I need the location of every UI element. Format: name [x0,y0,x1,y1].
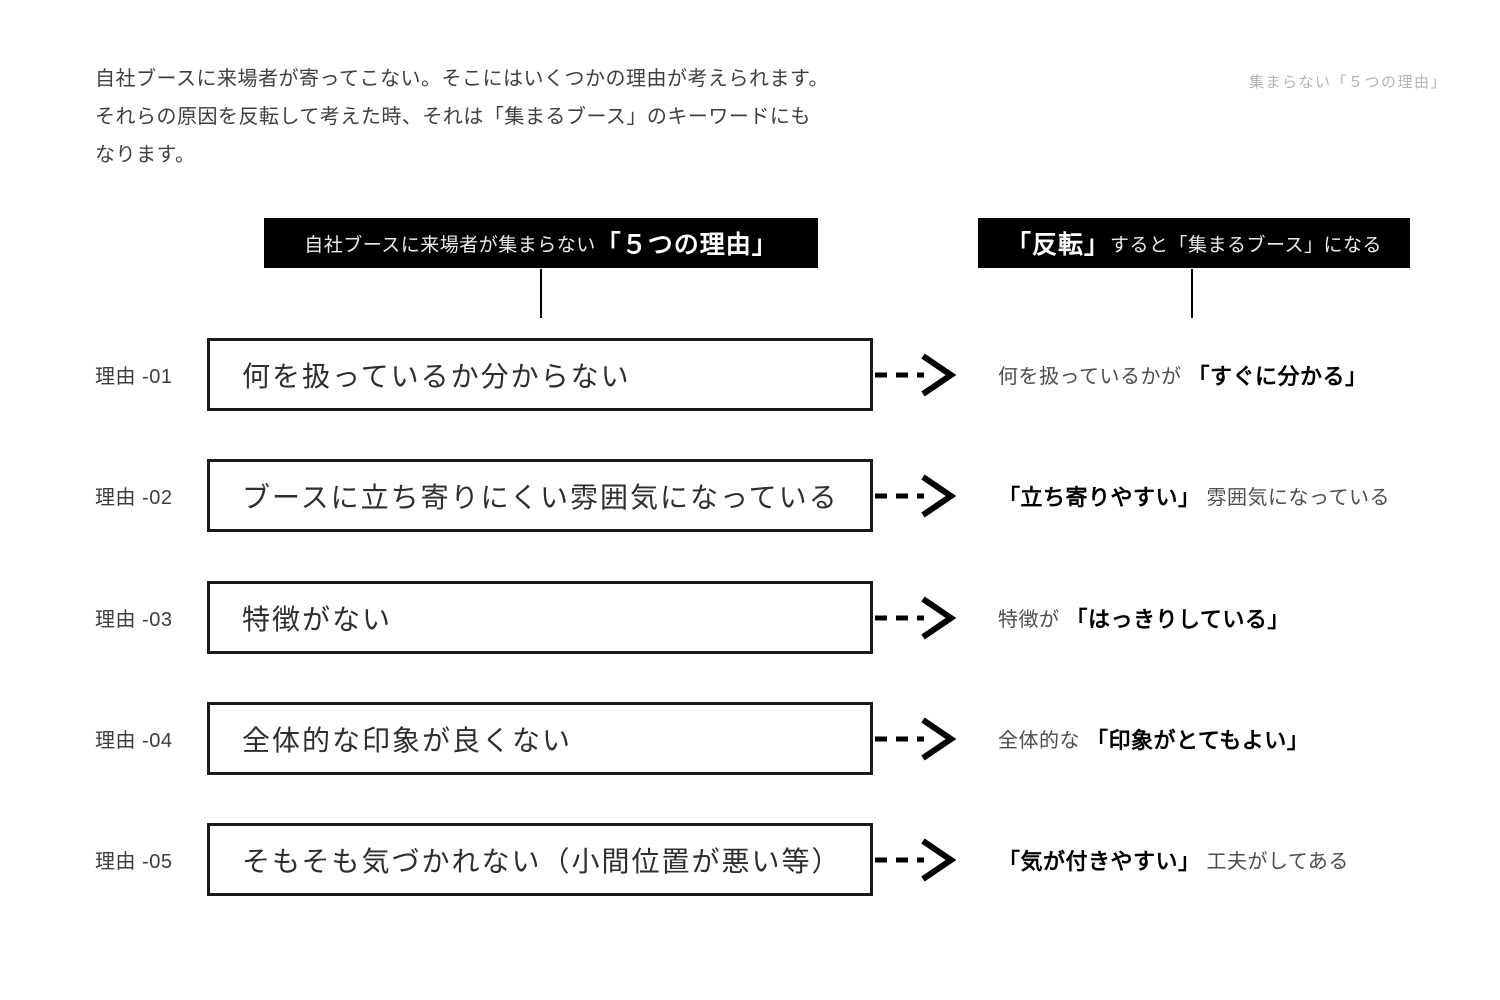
reason-row-3: 理由 -03 特徴がない 特徴が 「はっきりしている」 [0,581,1500,654]
dashed-arrow-icon [874,459,956,532]
reversed-post: 工夫がしてある [1206,851,1349,873]
intro-paragraph: 自社ブースに来場者が寄ってこない。そこにはいくつかの理由が考えられます。 それら… [95,60,829,174]
reason-row-2: 理由 -02 ブースに立ち寄りにくい雰囲気になっている 「立ち寄りやすい」 雰囲… [0,459,1500,532]
banner-reversal: 「反転」 すると「集まるブース」になる [978,218,1410,268]
reversed-pre: 何を扱っているかが [998,366,1182,388]
reversed-pre: 特徴が [998,609,1060,631]
reason-row-1: 理由 -01 何を扱っているか分からない 何を扱っているかが 「すぐに分かる」 [0,338,1500,411]
connector-line-left [540,269,542,318]
reversed-text-2: 「立ち寄りやすい」 雰囲気になっている [998,459,1390,532]
dashed-arrow-icon [874,823,956,896]
banner-right-regular-text: すると「集まるブース」になる [1109,234,1383,256]
reversed-keyword: 「すぐに分かる」 [1187,363,1368,389]
reversed-keyword: 「気が付きやすい」 [998,848,1201,874]
banner-left-regular-text: 自社ブースに来場者が集まらない [304,234,596,256]
corner-note: 集まらない「５つの理由」 [1248,74,1447,91]
banner-left-emphasis-text: 「５つの理由」 [595,231,778,259]
reason-box-5: そもそも気づかれない（小間位置が悪い等） [207,823,873,896]
dashed-arrow-icon [874,338,956,411]
banner-five-reasons: 自社ブースに来場者が集まらない 「５つの理由」 [264,218,818,268]
reason-row-5: 理由 -05 そもそも気づかれない（小間位置が悪い等） 「気が付きやすい」 工夫… [0,823,1500,896]
reason-row-4: 理由 -04 全体的な印象が良くない 全体的な 「印象がとてもよい」 [0,702,1500,775]
reversed-text-1: 何を扱っているかが 「すぐに分かる」 [998,338,1368,411]
reversed-post: 雰囲気になっている [1206,487,1391,509]
reversed-keyword: 「印象がとてもよい」 [1086,727,1310,753]
reason-box-2: ブースに立ち寄りにくい雰囲気になっている [207,459,873,532]
reason-box-4: 全体的な印象が良くない [207,702,873,775]
reversed-keyword: 「はっきりしている」 [1065,606,1290,632]
intro-line-3: なります。 [95,144,196,166]
reversed-keyword: 「立ち寄りやすい」 [998,484,1201,510]
reason-label-1: 理由 -01 [95,366,173,388]
dashed-arrow-icon [874,581,956,654]
intro-line-2: それらの原因を反転して考えた時、それは「集まるブース」のキーワードにも [95,106,811,128]
dashed-arrow-icon [874,702,956,775]
reason-label-2: 理由 -02 [95,487,173,509]
reversed-text-3: 特徴が 「はっきりしている」 [998,581,1290,654]
reason-label-3: 理由 -03 [95,609,173,631]
reason-label-5: 理由 -05 [95,851,173,873]
intro-line-1: 自社ブースに来場者が寄ってこない。そこにはいくつかの理由が考えられます。 [95,68,829,90]
reversed-pre: 全体的な [998,730,1080,752]
reason-box-1: 何を扱っているか分からない [207,338,873,411]
reason-label-4: 理由 -04 [95,730,173,752]
reversed-text-4: 全体的な 「印象がとてもよい」 [998,702,1309,775]
connector-line-right [1191,269,1193,318]
reversed-text-5: 「気が付きやすい」 工夫がしてある [998,823,1349,896]
reason-box-3: 特徴がない [207,581,873,654]
banner-right-emphasis-text: 「反転」 [1005,231,1110,259]
